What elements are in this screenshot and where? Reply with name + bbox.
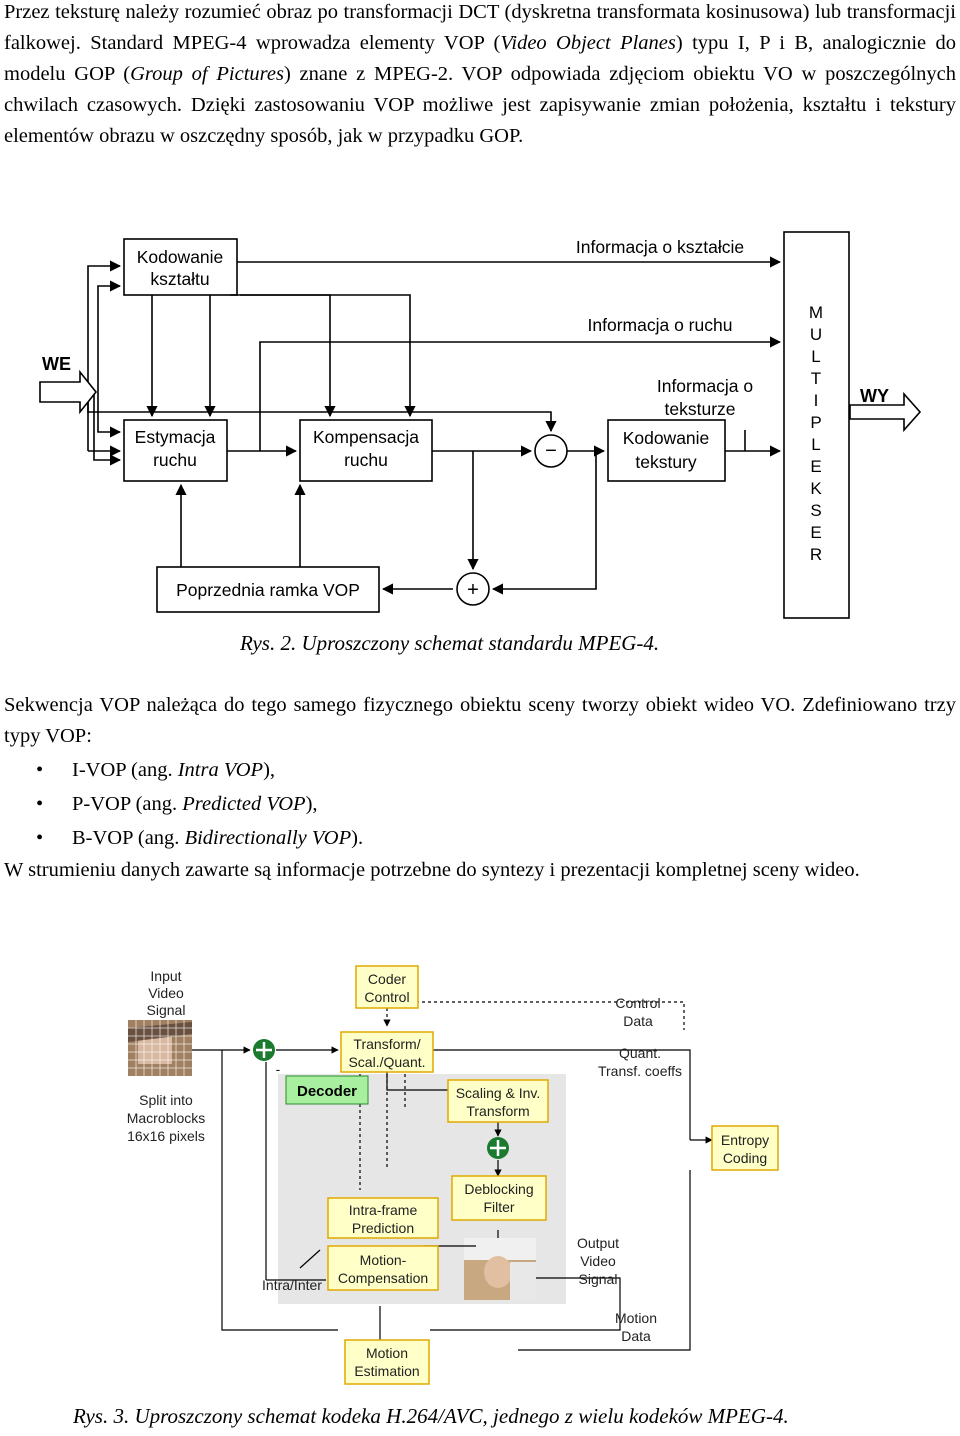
svg-text:Prediction: Prediction <box>352 1220 414 1236</box>
output-arrow <box>849 391 922 433</box>
scaling-label: Scaling & Inv. <box>456 1085 541 1101</box>
svg-text:Coding: Coding <box>723 1150 767 1166</box>
svg-text:Transf. coeffs: Transf. coeffs <box>598 1063 682 1079</box>
add-node <box>456 572 490 606</box>
svg-text:tekstury: tekstury <box>635 452 697 472</box>
deblocking-label: Deblocking <box>464 1181 533 1197</box>
svg-text:ruchu: ruchu <box>153 450 197 470</box>
macroblock-image <box>128 1020 192 1076</box>
list-item: •P-VOP (ang. Predicted VOP), <box>36 793 318 815</box>
svg-text:Data: Data <box>623 1013 653 1029</box>
svg-text:Transform: Transform <box>466 1103 529 1119</box>
svg-text:L: L <box>811 435 820 454</box>
svg-text:L: L <box>811 347 820 366</box>
svg-text:T: T <box>811 369 821 388</box>
svg-text:Estimation: Estimation <box>354 1363 419 1379</box>
vop-type-list: •I-VOP (ang. Intra VOP), •P-VOP (ang. Pr… <box>36 754 363 856</box>
svg-text:ruchu: ruchu <box>344 450 388 470</box>
shape-coding-block <box>123 238 238 296</box>
coder-control-block <box>355 965 419 1009</box>
motion-compensation-label: Kompensacja <box>313 427 419 447</box>
intro-paragraph: Przez teksturę należy rozumieć obraz po … <box>4 1 956 147</box>
subtract-symbol: − <box>545 440 557 462</box>
deblocking-block <box>451 1175 547 1221</box>
texture-info-label: Informacja o <box>657 376 753 396</box>
transform-block <box>340 1031 434 1073</box>
transform-label: Transform/ <box>353 1036 420 1052</box>
previous-frame-label: Poprzednia ramka VOP <box>176 580 360 600</box>
svg-text:M: M <box>809 303 823 322</box>
intra-frame-label: Intra-frame <box>349 1202 418 1218</box>
svg-text:Filter: Filter <box>483 1199 514 1215</box>
previous-frame-block <box>156 566 380 613</box>
stream-paragraph: W strumieniu danych zawarte są informacj… <box>4 859 860 881</box>
svg-text:I: I <box>814 391 819 410</box>
svg-text:R: R <box>810 545 822 564</box>
motion-info-label: Informacja o ruchu <box>588 315 733 335</box>
svg-text:Scal./Quant.: Scal./Quant. <box>348 1054 425 1070</box>
multiplexer-letters: M U L T I P L E K S E R <box>809 303 823 564</box>
svg-text:Signal: Signal <box>579 1271 618 1287</box>
mpeg4-diagram: Kodowanie kształtu Estymacja ruchu Kompe… <box>39 231 922 619</box>
svg-text:E: E <box>810 523 821 542</box>
shape-info-label: Informacja o kształcie <box>576 237 744 257</box>
motion-estimation-label: Motion <box>366 1345 408 1361</box>
motion-estimation-block <box>344 1339 430 1385</box>
input-arrow <box>39 369 98 415</box>
svg-text:P: P <box>810 413 821 432</box>
output-label: WY <box>860 386 889 406</box>
svg-text:kształtu: kształtu <box>150 269 209 289</box>
minus-sign: - <box>276 1061 281 1077</box>
svg-text:Data: Data <box>621 1328 651 1344</box>
figure3-caption: Rys. 3. Uproszczony schemat kodeka H.264… <box>73 1404 789 1428</box>
svg-text:teksturze: teksturze <box>665 399 736 419</box>
list-item: •I-VOP (ang. Intra VOP), <box>36 759 276 781</box>
multiplexer-block <box>783 231 850 619</box>
svg-text:Compensation: Compensation <box>338 1270 428 1286</box>
motion-comp-label: Motion- <box>360 1252 407 1268</box>
svg-text:K: K <box>810 479 822 498</box>
sum-node-2 <box>487 1137 509 1159</box>
motion-data-label: Motion <box>615 1310 657 1326</box>
svg-text:Control: Control <box>364 989 409 1005</box>
shape-coding-label: Kodowanie <box>137 247 224 267</box>
svg-text:16x16 pixels: 16x16 pixels <box>127 1128 205 1144</box>
texture-coding-label: Kodowanie <box>623 428 710 448</box>
entropy-block <box>711 1125 779 1171</box>
motion-estimation-label: Estymacja <box>135 427 216 447</box>
vop-paragraph: Sekwencja VOP należąca do tego samego fi… <box>4 694 956 747</box>
intra-frame-block <box>327 1197 439 1239</box>
input-signal-label: Input <box>150 968 181 984</box>
motion-comp-block <box>327 1245 439 1291</box>
intra-inter-label: Intra/Inter <box>262 1277 322 1293</box>
h264-codec-diagram: Input Video Signal Split into Macroblock… <box>127 965 779 1385</box>
decoder-label-box <box>285 1075 369 1105</box>
output-image <box>464 1238 536 1300</box>
scaling-block <box>447 1079 549 1123</box>
decoder-label: Decoder <box>297 1083 357 1100</box>
output-signal-label: Output <box>577 1235 619 1251</box>
svg-text:Signal: Signal <box>147 1002 186 1018</box>
split-label: Split into <box>139 1092 193 1108</box>
entropy-label: Entropy <box>721 1132 769 1148</box>
sum-node-1 <box>253 1039 275 1061</box>
svg-text:Video: Video <box>148 985 184 1001</box>
svg-text:U: U <box>810 325 822 344</box>
coder-control-label: Coder <box>368 971 406 987</box>
add-symbol: + <box>467 579 479 601</box>
svg-text:Macroblocks: Macroblocks <box>127 1110 206 1126</box>
svg-text:Video: Video <box>580 1253 616 1269</box>
list-item: •B-VOP (ang. Bidirectionally VOP). <box>36 827 364 849</box>
quant-coeffs-label: Quant. <box>619 1045 661 1061</box>
input-label: WE <box>42 354 71 374</box>
control-data-label: Control <box>615 995 660 1011</box>
svg-text:E: E <box>810 457 821 476</box>
figure2-caption: Rys. 2. Uproszczony schemat standardu MP… <box>240 631 660 655</box>
svg-text:S: S <box>810 501 821 520</box>
